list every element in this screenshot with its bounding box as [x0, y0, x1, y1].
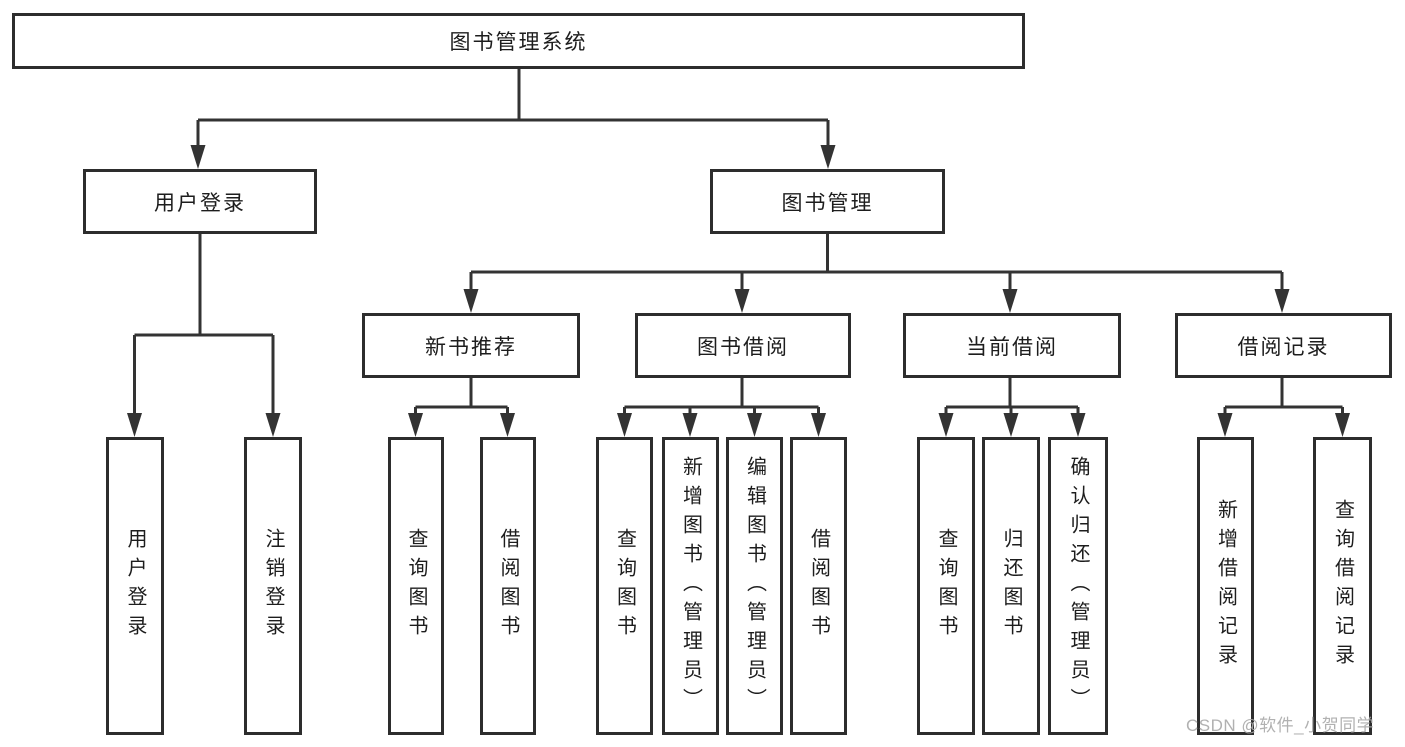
leaf-return-books: 归还图书 [982, 437, 1040, 735]
leaf-borrow-books: 借阅图书 [790, 437, 847, 735]
node-user-login: 用户登录 [83, 169, 317, 234]
connector-root-to-level2 [196, 68, 830, 152]
node-new-book-recommend: 新书推荐 [362, 313, 580, 378]
leaf-add-borrow-record: 新增借阅记录 [1197, 437, 1254, 735]
leaf-query-books-newrec: 查询图书 [388, 437, 444, 735]
leaf-query-borrow-record: 查询借阅记录 [1313, 437, 1372, 735]
leaf-query-books-current: 查询图书 [917, 437, 975, 735]
leaf-query-books-borrow: 查询图书 [596, 437, 653, 735]
node-current-borrowing: 当前借阅 [903, 313, 1121, 378]
leaf-confirm-return-admin: 确认归还（管理员） [1048, 437, 1108, 735]
connector-newrec-to-leaves [414, 377, 509, 420]
leaf-logout: 注销登录 [244, 437, 302, 735]
node-root-library-system: 图书管理系统 [12, 13, 1025, 69]
leaf-edit-books-admin: 编辑图书（管理员） [726, 437, 783, 735]
connector-borrowrec-to-leaves [1223, 377, 1344, 420]
leaf-borrow-books-newrec: 借阅图书 [480, 437, 536, 735]
connector-userlogin-to-leaves [133, 233, 275, 420]
node-book-borrowing: 图书借阅 [635, 313, 851, 378]
leaf-add-books-admin: 新增图书（管理员） [662, 437, 719, 735]
node-book-management: 图书管理 [710, 169, 945, 234]
node-borrowing-records: 借阅记录 [1175, 313, 1392, 378]
leaf-user-login: 用户登录 [106, 437, 164, 735]
connector-bookborrow-to-leaves [623, 377, 820, 420]
connector-bookmgmt-to-level3 [469, 233, 1284, 296]
connector-curborrow-to-leaves [944, 377, 1080, 420]
watermark-csdn: CSDN @软件_小贺同学 [1186, 716, 1375, 735]
